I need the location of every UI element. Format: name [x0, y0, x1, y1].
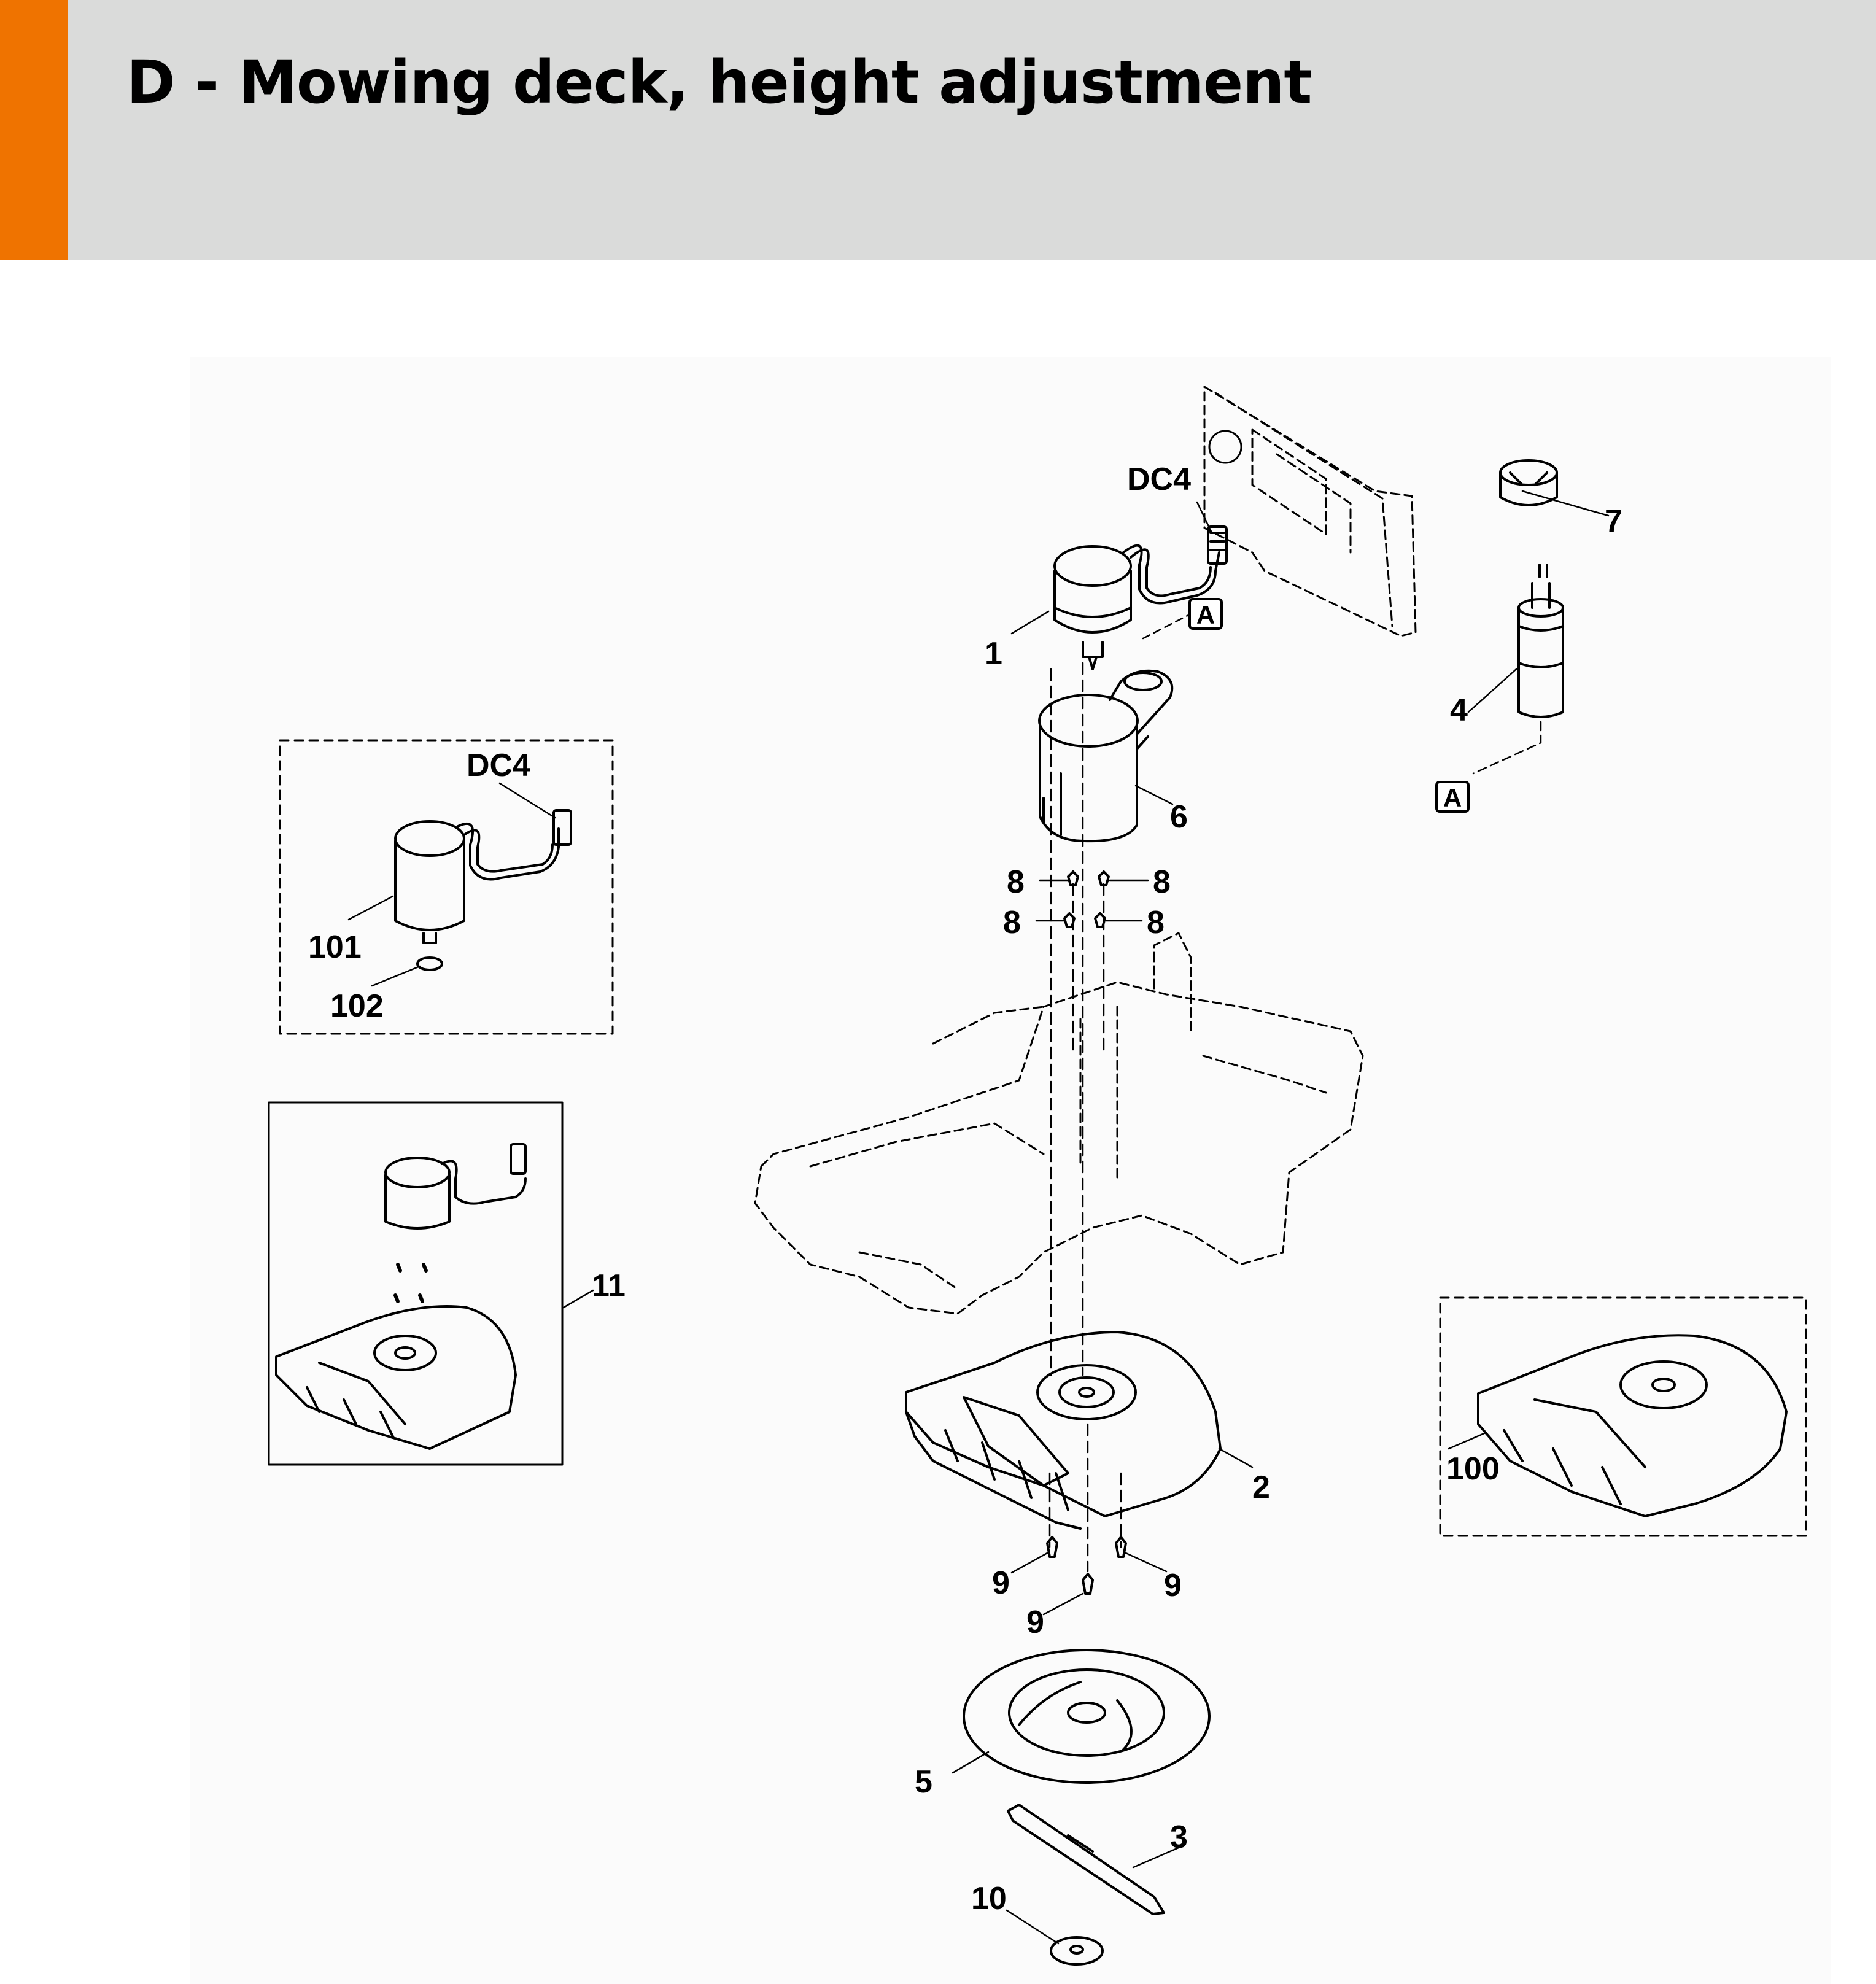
page-header: D - Mowing deck, height adjustment [0, 0, 1876, 260]
callout-10: 10 [971, 1881, 1007, 1916]
washer-10 [1050, 1936, 1104, 1966]
screws-8 [1063, 870, 1110, 928]
callout-100: 100 [1446, 1451, 1500, 1487]
motor-101 [394, 809, 572, 944]
control-board [1203, 386, 1417, 637]
callout-11: 11 [592, 1268, 626, 1304]
leader-lines [347, 490, 1610, 1945]
callout-1: 1 [985, 636, 1002, 672]
callout-7: 7 [1605, 503, 1622, 539]
callout-8-upper-left: 8 [1007, 864, 1025, 900]
callout-102: 102 [330, 988, 384, 1024]
screws-9 [1046, 1536, 1127, 1595]
blade-disc-5 [963, 1649, 1211, 1784]
callout-dc4-inset: DC4 [467, 748, 530, 783]
callout-dc4-main: DC4 [1127, 462, 1191, 497]
spindle-4 [1472, 564, 1564, 775]
callout-101: 101 [308, 929, 362, 965]
ref-label-a-spindle: A [1443, 783, 1462, 812]
seal-102 [416, 956, 443, 971]
chassis [754, 932, 1364, 1315]
ref-box-a-board [1188, 598, 1223, 630]
callout-5: 5 [915, 1764, 932, 1800]
callout-8-lower-left: 8 [1003, 905, 1021, 940]
mowing-deck-2 [905, 1331, 1222, 1530]
assembly-axes [1048, 613, 1192, 1573]
callout-9-left: 9 [992, 1565, 1010, 1601]
inset-11-frame [268, 1101, 564, 1466]
ref-label-a-board: A [1196, 600, 1215, 629]
header-accent-bar [0, 0, 68, 260]
callout-9-center: 9 [1026, 1605, 1044, 1640]
mowing-deck-100 [1477, 1334, 1788, 1517]
gear-housing-6 [1038, 669, 1174, 843]
ref-box-a-spindle [1435, 781, 1470, 813]
callout-3: 3 [1170, 1819, 1188, 1855]
callout-4: 4 [1450, 692, 1468, 728]
callout-8-upper-right: 8 [1153, 864, 1171, 900]
assembly-11 [275, 1143, 527, 1450]
page-title: D - Mowing deck, height adjustment [126, 48, 1312, 117]
callout-9-right: 9 [1164, 1568, 1182, 1603]
inset-100-frame [1439, 1296, 1807, 1537]
inset-101-102-frame [279, 739, 614, 1035]
callout-6: 6 [1170, 799, 1188, 835]
motor-1 [1053, 525, 1228, 670]
height-knob-7 [1499, 459, 1558, 506]
board-round-component [1208, 430, 1242, 464]
blade-3 [1007, 1804, 1165, 1915]
callout-2: 2 [1252, 1470, 1270, 1505]
callout-8-lower-right: 8 [1147, 905, 1165, 940]
